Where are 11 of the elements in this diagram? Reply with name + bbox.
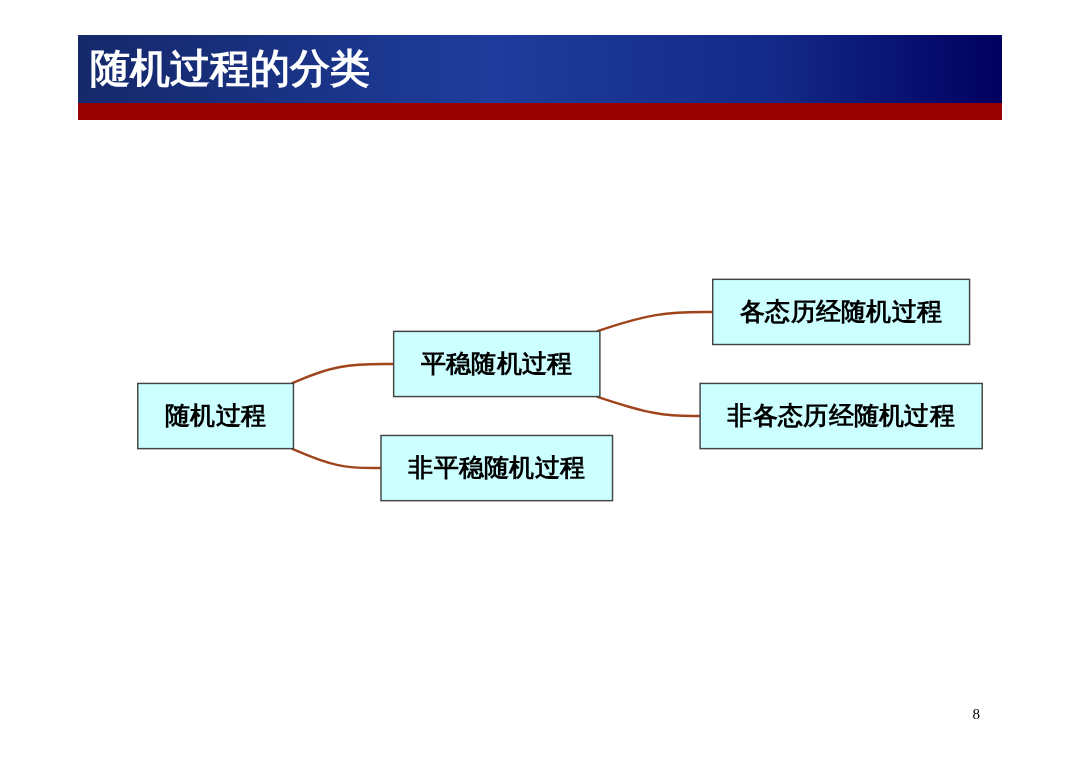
connector-line — [291, 447, 381, 470]
process-box: 平稳随机过程 — [392, 330, 601, 398]
connector-line — [596, 395, 701, 418]
connector-line — [596, 310, 713, 333]
process-box: 随机过程 — [137, 382, 295, 450]
slide-title: 随机过程的分类 — [90, 44, 370, 93]
process-box: 各态历经随机过程 — [712, 278, 971, 346]
page-number: 8 — [972, 706, 980, 723]
process-box: 非平稳随机过程 — [380, 434, 614, 502]
connector-line — [291, 362, 394, 385]
process-box: 非各态历经随机过程 — [699, 382, 983, 450]
